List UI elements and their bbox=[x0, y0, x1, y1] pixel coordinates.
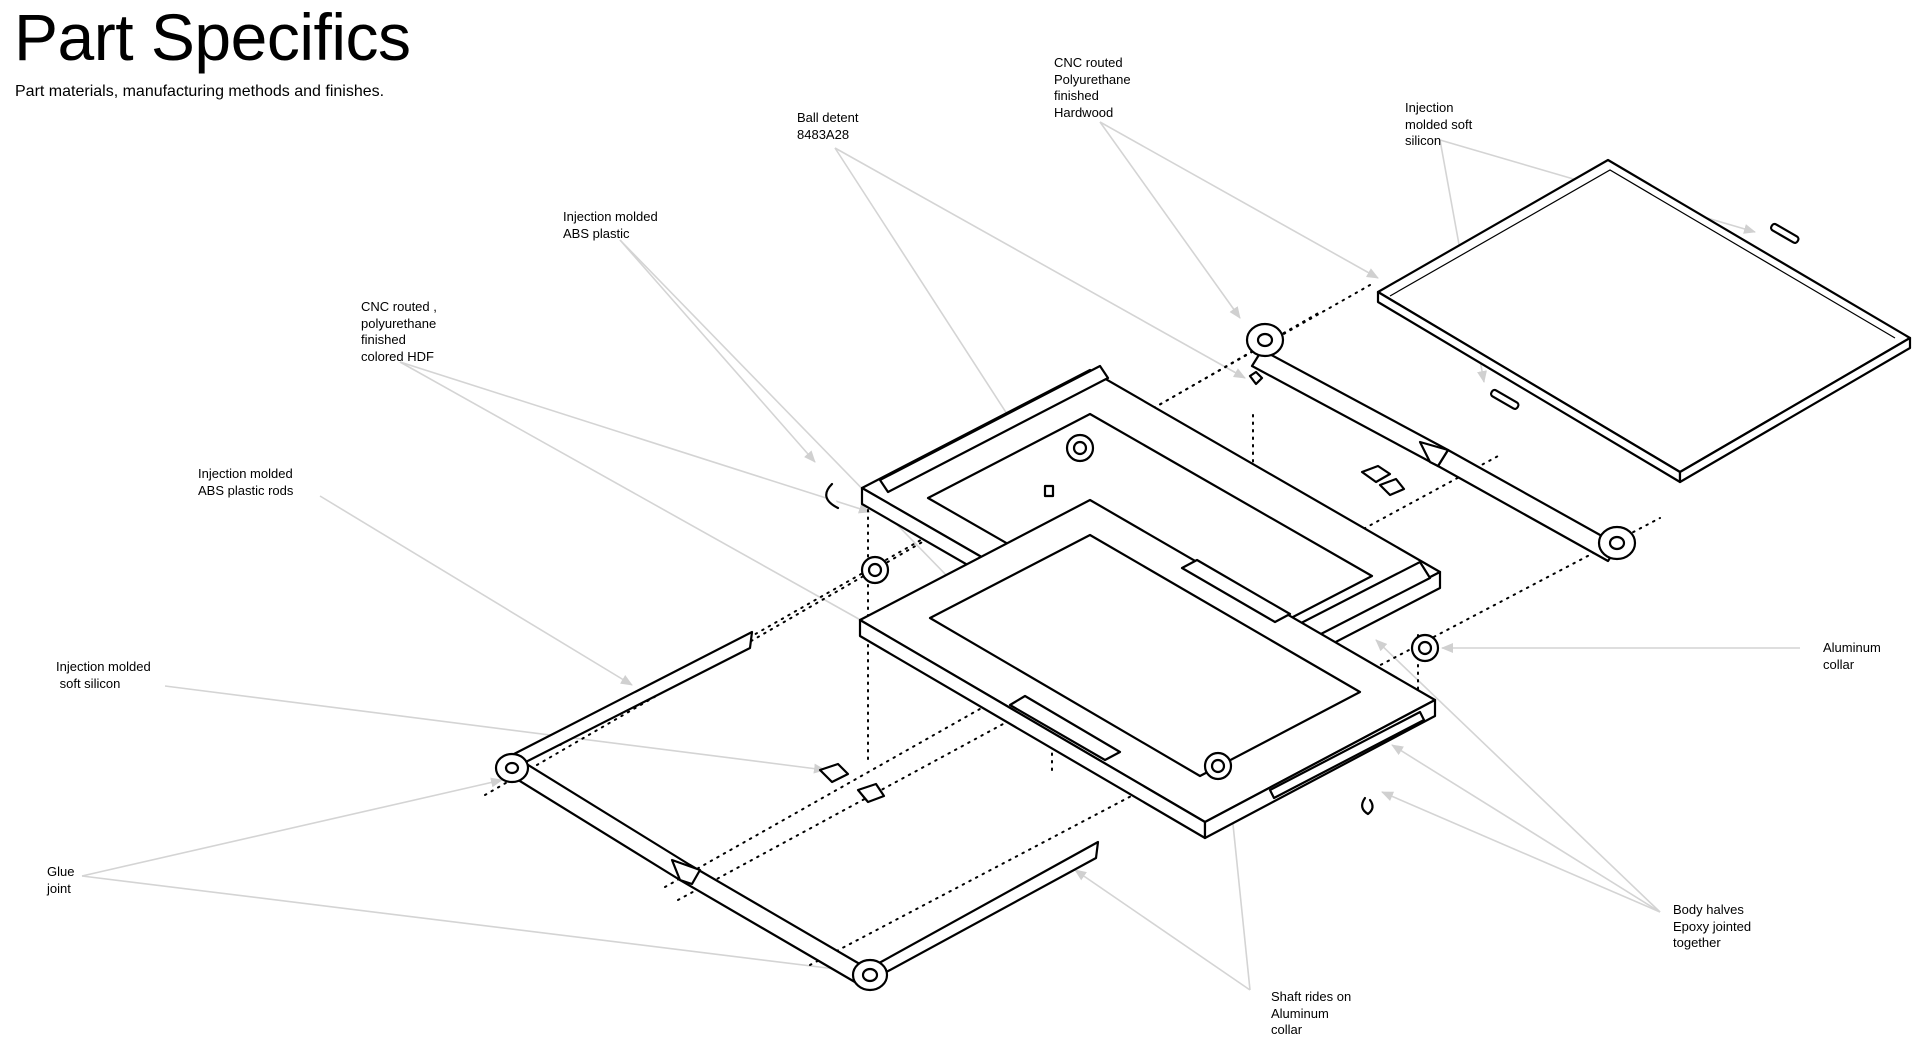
ball-detent-parts bbox=[825, 482, 1374, 816]
callout-ball-detent: Ball detent 8483A28 bbox=[797, 110, 859, 142]
callout-aluminum-collar: Aluminum collar bbox=[1823, 640, 1881, 672]
lower-hinge-bracket bbox=[494, 630, 1100, 992]
silicon-clips-right bbox=[1248, 370, 1406, 497]
lower-body-half bbox=[858, 498, 1437, 840]
callout-abs-plastic: Injection molded ABS plastic bbox=[563, 209, 658, 241]
callout-hardwood: CNC routed Polyurethane finished Hardwoo… bbox=[1054, 55, 1131, 120]
callout-abs-rods: Injection molded ABS plastic rods bbox=[198, 466, 294, 498]
aluminum-collars bbox=[860, 433, 1440, 781]
callout-glue-joint: Glue joint bbox=[47, 864, 75, 896]
page-subtitle: Part materials, manufacturing methods an… bbox=[15, 83, 385, 100]
callout-shaft: Shaft rides on Aluminum collar bbox=[1271, 989, 1352, 1037]
callout-silicon-top: Injection molded soft silicon bbox=[1405, 100, 1473, 148]
page-title: Part Specifics bbox=[14, 0, 411, 74]
upper-hinge-bracket bbox=[1245, 322, 1637, 563]
callout-body-halves: Body halves Epoxy jointed together bbox=[1673, 902, 1752, 950]
callout-silicon-left: Injection molded soft silicon bbox=[56, 659, 151, 691]
hardwood-top-panel bbox=[1376, 158, 1912, 484]
callout-colored-hdf: CNC routed , polyurethane finished color… bbox=[361, 299, 437, 364]
